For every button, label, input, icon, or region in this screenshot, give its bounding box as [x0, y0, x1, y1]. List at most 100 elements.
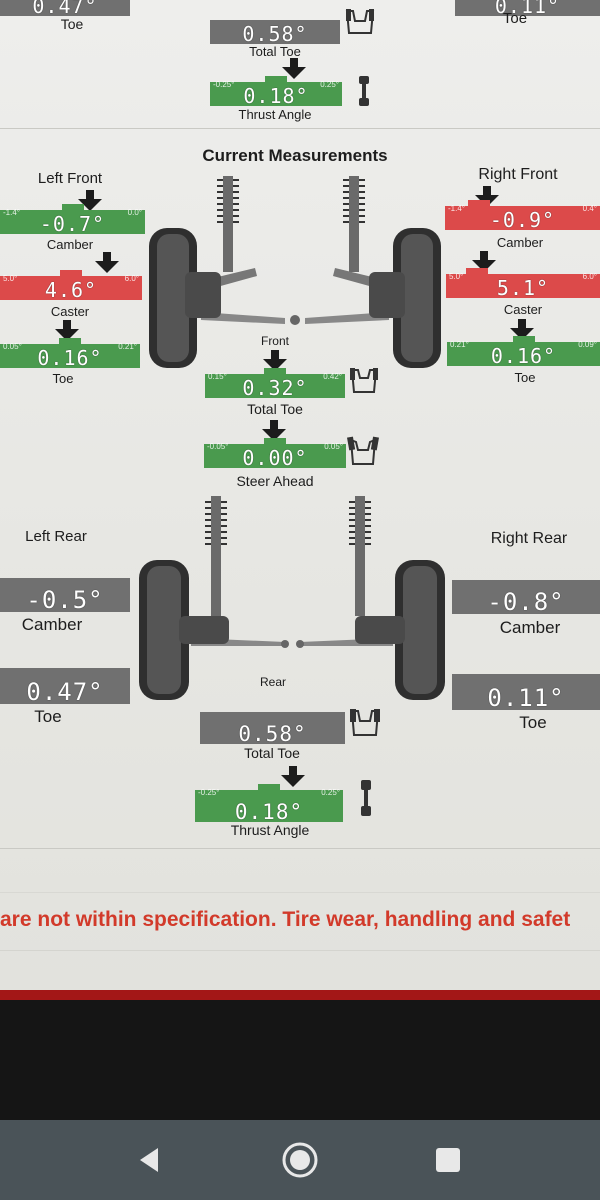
left-front-title: Left Front: [37, 170, 103, 187]
left-rear-toe-value: 0.47°: [26, 678, 104, 706]
rear-thrust-min: -0.25°: [198, 788, 220, 797]
top-right-toe-value: 0.11°: [494, 0, 561, 18]
rear-label: Rear: [259, 675, 286, 689]
back-button[interactable]: [130, 1140, 170, 1180]
rear-thrust-angle-gauge: -0.25° 0.25° 0.18°: [195, 784, 343, 824]
top-right-toe-label: Toe: [502, 10, 528, 27]
left-rear-toe-gauge: 0.47°: [0, 668, 130, 706]
right-rear-camber-value: -0.8°: [487, 588, 565, 616]
section-title: Current Measurements: [202, 146, 388, 165]
steer-ahead-value: 0.00°: [242, 446, 308, 470]
front-total-toe-gauge: 0.15° 0.42° 0.32°: [205, 368, 345, 400]
top-total-toe-value: 0.58°: [242, 22, 308, 46]
top-thrust-min: -0.25°: [213, 80, 235, 89]
steer-ahead-gauge: -0.05° 0.05° 0.00°: [204, 438, 346, 470]
dark-background: [0, 1000, 600, 1120]
navigation-bar: [0, 1120, 600, 1200]
top-thrust-label: Thrust Angle: [238, 107, 312, 122]
steer-ahead-car-icon: [347, 436, 379, 465]
steer-ahead-label: Steer Ahead: [236, 473, 314, 489]
recents-button[interactable]: [428, 1140, 468, 1180]
left-front-toe-gauge: 0.05° 0.21° 0.16°: [0, 338, 140, 370]
right-rear-toe-value: 0.11°: [487, 684, 565, 712]
rear-thrust-arrow-icon: [281, 766, 305, 788]
top-thrust-value: 0.18°: [243, 84, 309, 108]
rear-thrust-max: 0.25°: [321, 788, 340, 797]
left-front-camber-label: Camber: [46, 237, 94, 252]
right-front-toe-gauge: 0.21° 0.09° 0.16°: [447, 336, 600, 368]
right-rear-camber-gauge: -0.8°: [452, 580, 600, 616]
axle-side-icon: [359, 76, 369, 106]
right-front-camber-value: -0.9°: [489, 208, 556, 232]
right-rear-toe-gauge: 0.11°: [452, 674, 600, 712]
left-front-toe-value: 0.16°: [37, 346, 103, 370]
rear-total-toe-gauge: 0.58°: [200, 712, 345, 746]
front-total-toe-label: Total Toe: [247, 401, 303, 417]
left-front-caster-arrow-icon: [95, 252, 119, 274]
left-front-camber-value: -0.7°: [39, 212, 106, 236]
rear-axle-side-icon: [361, 780, 371, 816]
top-total-toe-label: Total Toe: [249, 44, 301, 59]
left-front-toe-label: Toe: [52, 371, 74, 386]
right-front-caster-label: Caster: [503, 302, 543, 317]
left-front-camber-max: 0.0°: [127, 208, 142, 217]
paper-edge-strip: [0, 990, 600, 1000]
right-front-toe-value: 0.16°: [490, 344, 557, 368]
right-rear-title: Right Rear: [490, 530, 568, 547]
right-front-caster-min: 5.0°: [449, 272, 464, 281]
right-front-toe-max: 0.09°: [578, 340, 597, 349]
right-front-camber-label: Camber: [496, 235, 544, 250]
steer-ahead-min: -0.05°: [207, 442, 229, 451]
steer-ahead-max: 0.05°: [324, 442, 343, 451]
front-total-toe-min: 0.15°: [208, 372, 227, 381]
total-toe-car-icon: [350, 368, 378, 393]
left-rear-toe-label: Toe: [34, 707, 62, 726]
home-icon: [282, 1142, 318, 1178]
right-front-caster-gauge: 5.0° 6.0° 5.1°: [446, 268, 600, 300]
alignment-report-page: 0.47° Toe 0.11° Toe 0.58° Total Toe -0.2…: [0, 0, 600, 990]
back-icon: [140, 1148, 158, 1172]
right-front-caster-value: 5.1°: [496, 276, 550, 300]
rear-total-toe-label: Total Toe: [244, 745, 300, 761]
rear-total-toe-car-icon: [350, 709, 380, 736]
top-thrust-arrow-icon: [282, 58, 306, 80]
rear-suspension-illustration: [139, 496, 445, 700]
right-front-title: Right Front: [478, 166, 558, 183]
right-front-camber-gauge: -1.4° 0.4° -0.9°: [445, 200, 600, 232]
left-front-toe-min: 0.05°: [3, 342, 22, 351]
right-front-camber-max: 0.4°: [582, 204, 597, 213]
left-front-camber-arrow-icon: [78, 190, 102, 212]
recents-icon: [436, 1148, 460, 1172]
right-rear-toe-label: Toe: [519, 713, 547, 732]
car-front-view-icon: [345, 9, 375, 34]
top-left-toe-value: 0.47°: [32, 0, 98, 18]
warning-text: are not within specification. Tire wear,…: [0, 908, 571, 931]
rear-thrust-label: Thrust Angle: [230, 822, 310, 838]
left-front-caster-min: 5.0°: [3, 274, 18, 283]
home-button[interactable]: [280, 1140, 320, 1180]
right-front-toe-min: 0.21°: [450, 340, 469, 349]
top-total-toe-gauge: 0.58°: [210, 14, 340, 46]
rear-thrust-value: 0.18°: [234, 800, 304, 824]
right-front-caster-max: 6.0°: [582, 272, 597, 281]
top-thrust-angle-gauge: -0.25° 0.25° 0.18°: [210, 76, 342, 108]
top-left-toe-gauge: 0.47°: [0, 0, 130, 18]
left-front-caster-label: Caster: [50, 304, 90, 319]
left-rear-title: Left Rear: [25, 528, 87, 545]
left-front-caster-gauge: 5.0° 6.0° 4.6°: [0, 270, 142, 302]
right-front-toe-label: Toe: [514, 370, 536, 385]
left-front-caster-value: 4.6°: [44, 278, 98, 302]
front-suspension-illustration: [149, 176, 441, 368]
front-total-toe-max: 0.42°: [323, 372, 342, 381]
front-total-toe-value: 0.32°: [242, 376, 308, 400]
left-rear-camber-gauge: -0.5°: [0, 578, 130, 614]
left-rear-camber-value: -0.5°: [26, 586, 104, 614]
left-front-caster-max: 6.0°: [124, 274, 139, 283]
left-front-camber-min: -1.4°: [3, 208, 20, 217]
left-front-camber-gauge: -1.4° 0.0° -0.7°: [0, 204, 145, 236]
front-label: Front: [260, 334, 289, 348]
top-right-toe-gauge: 0.11°: [455, 0, 600, 18]
left-front-toe-max: 0.21°: [118, 342, 137, 351]
right-front-camber-min: -1.4°: [448, 204, 465, 213]
left-rear-camber-label: Camber: [21, 615, 83, 634]
